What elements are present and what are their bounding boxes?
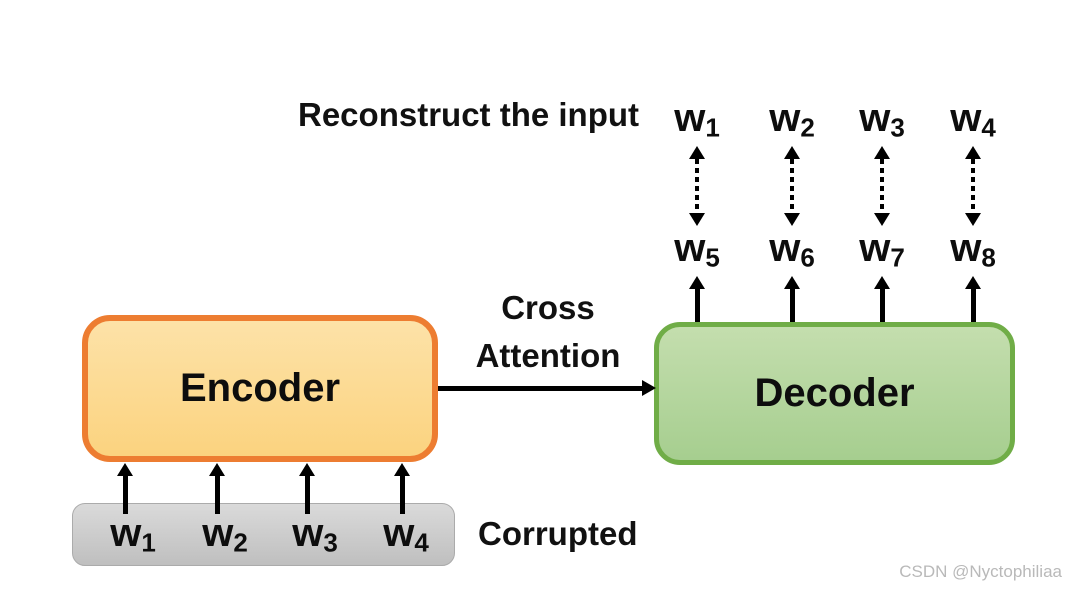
- token-subscript: 4: [981, 112, 996, 143]
- input-token-w4: w4: [361, 511, 451, 565]
- reconstructed-token-w1: w1: [652, 96, 742, 150]
- token-base: w: [950, 96, 982, 140]
- arrowhead-right-icon: [642, 380, 656, 396]
- decoder-box: Decoder: [654, 322, 1015, 465]
- arrowhead-up-icon: [874, 146, 890, 159]
- token-base: w: [202, 511, 234, 555]
- arrow-shaft: [789, 289, 795, 328]
- decoder-output-arrow-1: [689, 276, 705, 328]
- arrow-shaft: [970, 289, 976, 328]
- dotted-shaft: [695, 159, 699, 213]
- arrowhead-up-icon: [689, 276, 705, 289]
- dotted-double-arrow-3: [874, 146, 890, 226]
- token-subscript: 7: [890, 242, 905, 273]
- arrowhead-up-icon: [965, 276, 981, 289]
- dotted-shaft: [790, 159, 794, 213]
- arrow-shaft: [438, 385, 642, 391]
- token-base: w: [383, 511, 415, 555]
- token-subscript: 6: [800, 242, 815, 273]
- token-base: w: [859, 96, 891, 140]
- arrowhead-up-icon: [965, 146, 981, 159]
- title-reconstruct-the-input: Reconstruct the input: [298, 96, 640, 133]
- encoder-label: Encoder: [179, 366, 341, 410]
- token-subscript: 1: [705, 112, 720, 143]
- input-token-w3: w3: [270, 511, 360, 565]
- reconstructed-token-w4: w4: [928, 96, 1018, 150]
- dotted-double-arrow-2: [784, 146, 800, 226]
- encoder-input-arrow-2: [209, 463, 225, 514]
- decoded-token-w5: w5: [652, 226, 742, 280]
- token-subscript: 4: [414, 527, 429, 558]
- decoded-token-w7: w7: [837, 226, 927, 280]
- encoder-input-arrow-4: [394, 463, 410, 514]
- arrow-shaft: [122, 476, 128, 514]
- token-subscript: 1: [141, 527, 156, 558]
- cross-attention-label: Cross Attention: [443, 284, 653, 380]
- corrupted-label: Corrupted: [478, 515, 638, 552]
- arrow-shaft: [214, 476, 220, 514]
- input-token-w1: w1: [88, 511, 178, 565]
- watermark: CSDN @Nyctophiliaa: [899, 562, 1062, 581]
- token-base: w: [674, 96, 706, 140]
- arrowhead-up-icon: [299, 463, 315, 476]
- corrupted-input-box: [72, 503, 455, 566]
- token-base: w: [674, 226, 706, 270]
- reconstructed-token-w2: w2: [747, 96, 837, 150]
- arrow-shaft: [694, 289, 700, 328]
- decoder-output-arrow-2: [784, 276, 800, 328]
- arrow-shaft: [879, 289, 885, 328]
- token-subscript: 3: [323, 527, 338, 558]
- decoded-token-w8: w8: [928, 226, 1018, 280]
- token-base: w: [110, 511, 142, 555]
- arrowhead-up-icon: [117, 463, 133, 476]
- cross-attention-arrow: [438, 380, 656, 396]
- token-subscript: 8: [981, 242, 996, 273]
- cross-attention-line1: Cross: [501, 289, 595, 326]
- arrowhead-up-icon: [689, 146, 705, 159]
- arrow-shaft: [304, 476, 310, 514]
- arrowhead-up-icon: [784, 276, 800, 289]
- arrow-shaft: [399, 476, 405, 514]
- token-subscript: 2: [800, 112, 815, 143]
- arrowhead-up-icon: [394, 463, 410, 476]
- dotted-shaft: [880, 159, 884, 213]
- input-token-w2: w2: [180, 511, 270, 565]
- token-base: w: [769, 226, 801, 270]
- token-base: w: [292, 511, 324, 555]
- token-base: w: [859, 226, 891, 270]
- arrowhead-down-icon: [874, 213, 890, 226]
- decoder-label: Decoder: [754, 371, 915, 415]
- decoded-token-w6: w6: [747, 226, 837, 280]
- decoder-output-arrow-4: [965, 276, 981, 328]
- arrowhead-up-icon: [874, 276, 890, 289]
- arrowhead-down-icon: [689, 213, 705, 226]
- arrowhead-up-icon: [784, 146, 800, 159]
- arrowhead-up-icon: [209, 463, 225, 476]
- token-base: w: [950, 226, 982, 270]
- token-subscript: 5: [705, 242, 720, 273]
- reconstructed-token-w3: w3: [837, 96, 927, 150]
- token-subscript: 2: [233, 527, 248, 558]
- encoder-box: Encoder: [82, 315, 438, 462]
- arrowhead-down-icon: [784, 213, 800, 226]
- dotted-double-arrow-4: [965, 146, 981, 226]
- encoder-input-arrow-1: [117, 463, 133, 514]
- arrowhead-down-icon: [965, 213, 981, 226]
- token-base: w: [769, 96, 801, 140]
- dotted-double-arrow-1: [689, 146, 705, 226]
- encoder-input-arrow-3: [299, 463, 315, 514]
- cross-attention-line2: Attention: [475, 337, 621, 374]
- token-subscript: 3: [890, 112, 905, 143]
- decoder-output-arrow-3: [874, 276, 890, 328]
- dotted-shaft: [971, 159, 975, 213]
